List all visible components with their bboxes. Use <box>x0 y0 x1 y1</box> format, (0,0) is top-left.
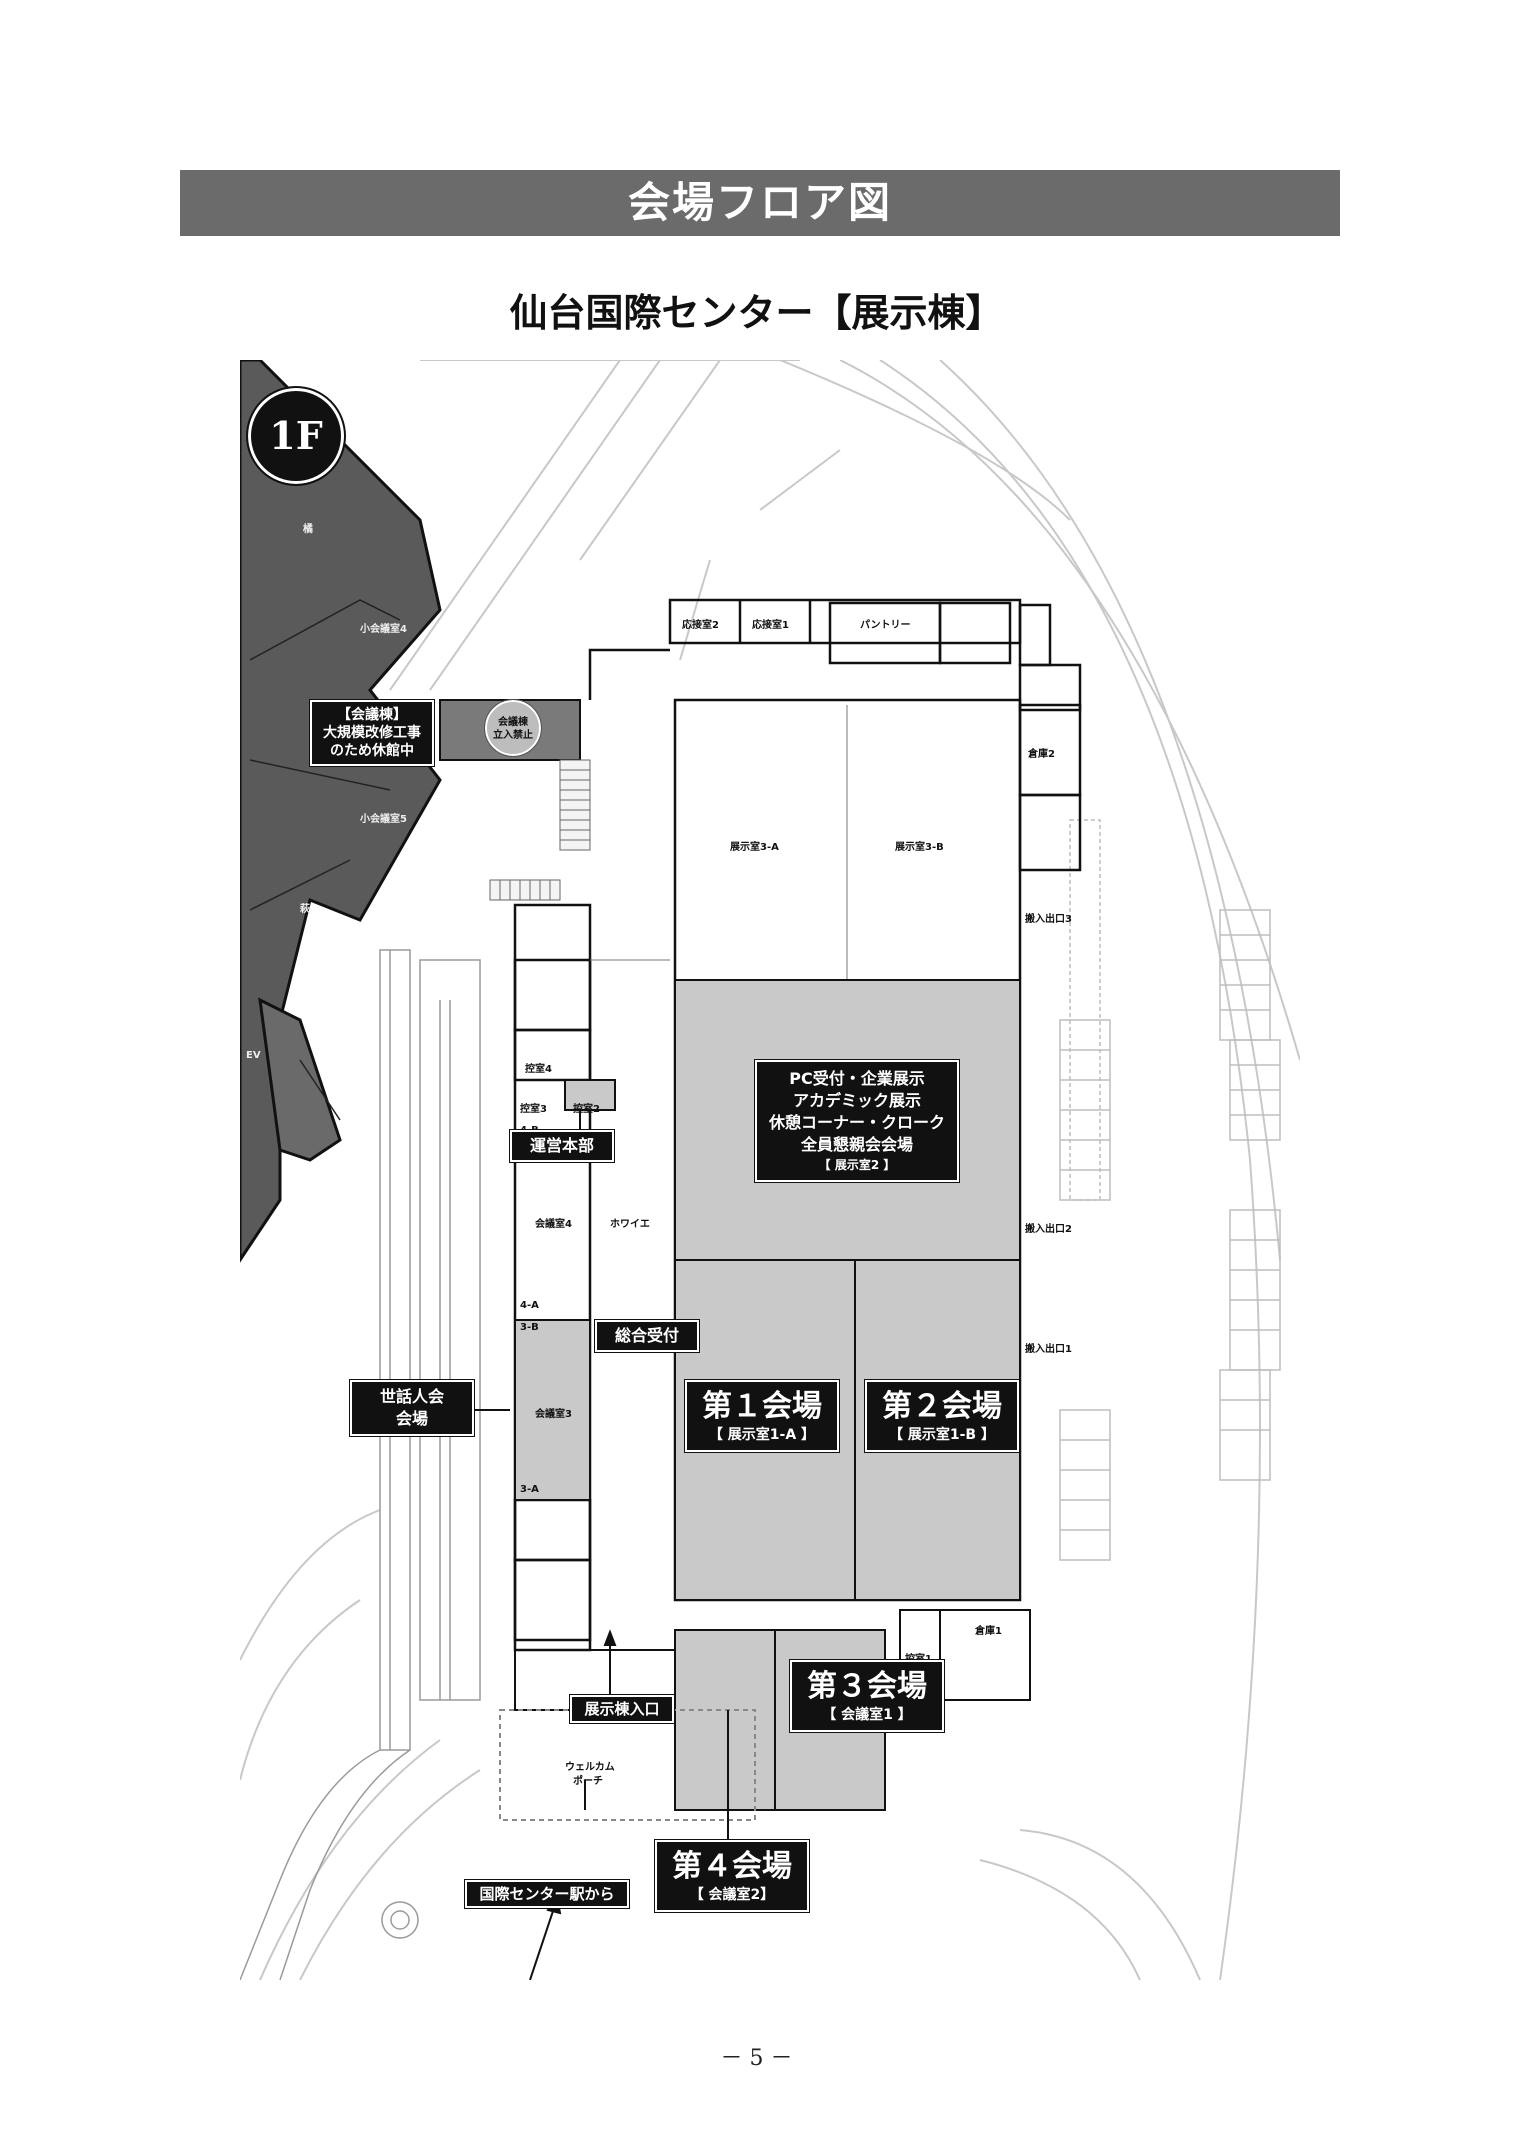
room-reception-2: 応接室2 <box>682 620 719 631</box>
room-small-meeting-4: 小会議室4 <box>360 624 407 635</box>
room-3a: 3-A <box>520 1484 539 1495</box>
organizer-venue-line1: 世話人会 <box>379 1387 444 1406</box>
room-storage-2: 倉庫2 <box>1028 749 1055 760</box>
room-small-meeting-5: 小会議室5 <box>360 814 407 825</box>
room-4a: 4-A <box>520 1300 539 1311</box>
room-meeting-3: 会議室3 <box>535 1409 572 1420</box>
welcome-porch-line1: ウェルカム <box>565 1762 615 1773</box>
floor-level-badge: 1F <box>246 386 346 486</box>
exhibition-entrance-label: 展示棟入口 <box>569 1694 675 1724</box>
elevator-label: EV <box>246 1050 261 1061</box>
venue-2-sub: 【 展示室1-B 】 <box>889 1427 995 1443</box>
venue-2-callout: 第２会場 【 展示室1-B 】 <box>864 1379 1020 1453</box>
room-3b: 3-B <box>520 1322 539 1333</box>
venue-3-callout: 第３会場 【 会議室1 】 <box>789 1659 945 1733</box>
page-number: － 5 － <box>720 2046 793 2071</box>
room-meeting-4: 会議室4 <box>535 1219 572 1230</box>
venue-2-title: 第２会場 <box>882 1389 1002 1424</box>
no-entry-line2: 立入禁止 <box>493 730 533 741</box>
venue-subtitle: 仙台国際センター【展示棟】 <box>509 291 1004 335</box>
welcome-porch-line2: ポーチ <box>573 1776 603 1787</box>
conference-building-notice: 【会議棟】 大規模改修工事 のため休館中 <box>309 699 435 767</box>
loading-dock-3: 搬入出口3 <box>1025 914 1072 925</box>
venue-4-sub: 【 会議室2】 <box>689 1887 775 1903</box>
page-title-banner: 会場フロア図 <box>180 170 1340 236</box>
room-waiting-1: 控室1 <box>905 1650 932 1665</box>
main-hall-line4: 全員懇親会会場 <box>800 1135 913 1154</box>
operations-hq-label: 運営本部 <box>509 1129 615 1163</box>
loading-dock-1: 搬入出口1 <box>1025 1344 1072 1355</box>
venue-3-title: 第３会場 <box>807 1669 927 1704</box>
conference-building-line2: のため休館中 <box>330 743 414 759</box>
organizer-venue-label: 世話人会 会場 <box>349 1379 475 1437</box>
foyer-label: ホワイエ <box>610 1219 650 1230</box>
room-reception-1: 応接室1 <box>752 620 789 631</box>
room-waiting-2: 控室2 <box>573 1104 600 1115</box>
room-hall-3b: 展示室3-B <box>895 842 944 853</box>
venue-1-title: 第１会場 <box>702 1389 822 1424</box>
room-waiting-3: 控室3 <box>520 1104 547 1115</box>
organizer-venue-line2: 会場 <box>395 1409 428 1428</box>
venue-4-title: 第４会場 <box>672 1849 792 1884</box>
no-entry-line1: 会議棟 <box>498 717 528 728</box>
from-station-label: 国際センター駅から <box>464 1879 630 1909</box>
general-reception-label: 総合受付 <box>594 1319 700 1353</box>
room-waiting-4: 控室4 <box>525 1064 552 1075</box>
venue-3-sub: 【 会議室1 】 <box>822 1707 912 1723</box>
loading-dock-2: 搬入出口2 <box>1025 1224 1072 1235</box>
venue-1-callout: 第１会場 【 展示室1-A 】 <box>684 1379 840 1453</box>
main-hall-line3: 休憩コーナー・クローク <box>768 1113 945 1132</box>
room-tachibana: 橘 <box>303 524 313 535</box>
room-storage-1: 倉庫1 <box>975 1626 1002 1637</box>
venue-4-callout: 第４会場 【 会議室2】 <box>654 1839 810 1913</box>
room-pantry: パントリー <box>860 620 911 631</box>
venue-1-sub: 【 展示室1-A 】 <box>708 1427 816 1443</box>
main-hall-line2: アカデミック展示 <box>792 1091 921 1110</box>
main-hall-callout: PC受付・企業展示 アカデミック展示 休憩コーナー・クローク 全員懇親会会場 【… <box>754 1059 960 1183</box>
conference-building-line1: 大規模改修工事 <box>323 725 421 741</box>
room-hagi: 萩 <box>300 904 310 915</box>
no-entry-sign: 会議棟 立入禁止 <box>484 699 542 757</box>
main-hall-sub: 【 展示室2 】 <box>818 1158 896 1172</box>
floor-map: 1F 橘 小会議室4 小会議室5 萩 EV 【会議棟】 大規模改修工事 のため休… <box>240 360 1300 1980</box>
conference-building-name: 【会議棟】 <box>337 707 407 723</box>
main-hall-line1: PC受付・企業展示 <box>789 1069 925 1088</box>
room-hall-3a: 展示室3-A <box>730 842 779 853</box>
